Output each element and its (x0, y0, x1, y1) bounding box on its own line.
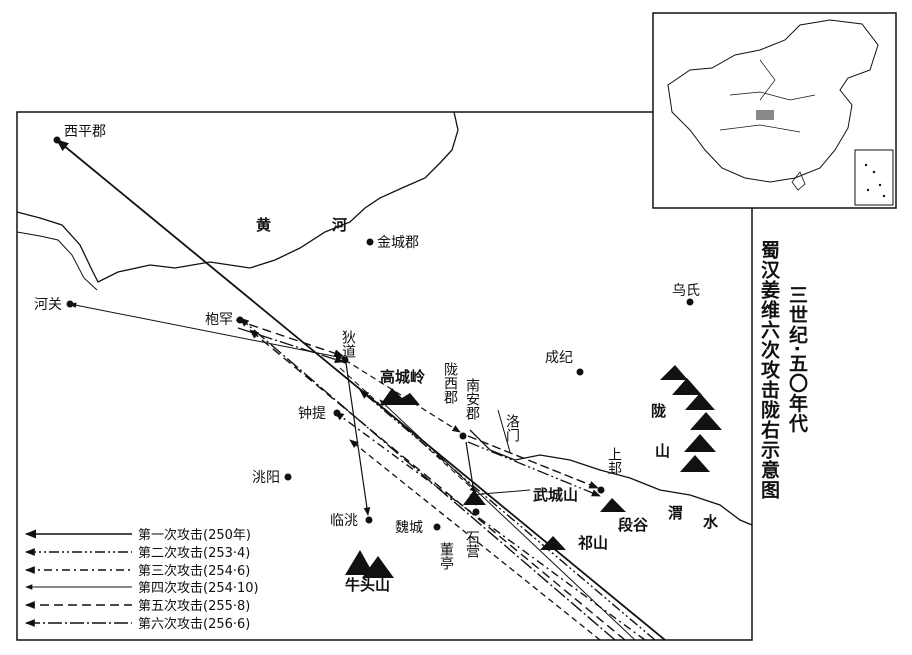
label-taoyang: 洮阳 (252, 470, 280, 486)
legend-label-3: 第三次攻击(254·6) (138, 563, 250, 579)
label-gaocheng: 高城岭 (380, 368, 425, 386)
label-nanan: 南安郡 (464, 378, 480, 420)
mountains (345, 365, 722, 578)
title-period: 三世纪·五〇年代 (786, 285, 808, 434)
label-fuhan: 枹罕 (205, 312, 233, 328)
label-river-he: 河 (332, 216, 347, 234)
map-title: 三世纪·五〇年代 蜀汉姜维六次攻击陇右示意图 (756, 240, 816, 540)
label-shanggui: 上邽 (606, 447, 622, 475)
place-dots (53, 136, 694, 531)
label-jincheng: 金城郡 (377, 235, 419, 251)
map-frame (16, 111, 753, 641)
legend-label-5: 第五次攻击(255·8) (138, 598, 250, 614)
label-weicheng: 魏城 (395, 520, 423, 536)
label-river-huang: 黄 (256, 216, 271, 234)
label-longxi: 陇西郡 (442, 362, 458, 404)
label-river-shui: 水 (703, 513, 719, 531)
label-luomen: 洛门 (504, 414, 520, 443)
legend-label-1: 第一次攻击(250年) (138, 527, 251, 543)
label-xiping: 西平郡 (64, 124, 106, 140)
label-longshan-1: 陇 (651, 402, 666, 420)
inset-china-map (652, 12, 897, 209)
label-lintao: 临洮 (330, 513, 358, 529)
legend-label-4: 第四次攻击(254·10) (138, 580, 259, 596)
label-zhongti: 钟提 (298, 405, 326, 422)
label-river-wei: 渭 (668, 504, 683, 522)
label-heguan: 河关 (34, 297, 62, 313)
attack-routes (56, 139, 666, 641)
label-duangu: 段谷 (618, 516, 649, 534)
label-dongting: 董亭 (438, 542, 454, 570)
label-longshan-2: 山 (655, 442, 670, 460)
yellow-river (16, 111, 459, 283)
legend-label-2: 第二次攻击(253·4) (138, 545, 250, 561)
inset-highlight-area (756, 110, 774, 120)
label-chengji: 成纪 (545, 350, 573, 366)
label-niutou: 牛头山 (345, 576, 390, 594)
legend (24, 529, 132, 627)
label-wucheng: 武城山 (533, 486, 578, 504)
legend-label-6: 第六次攻击(256·6) (138, 616, 250, 632)
label-didao: 狄道 (340, 330, 356, 359)
label-qishan: 祁山 (578, 534, 608, 552)
title-main: 蜀汉姜维六次攻击陇右示意图 (758, 240, 780, 500)
label-wushi: 乌氏 (672, 283, 700, 299)
wei-river (469, 429, 753, 526)
label-shiying: 石营 (464, 530, 480, 558)
